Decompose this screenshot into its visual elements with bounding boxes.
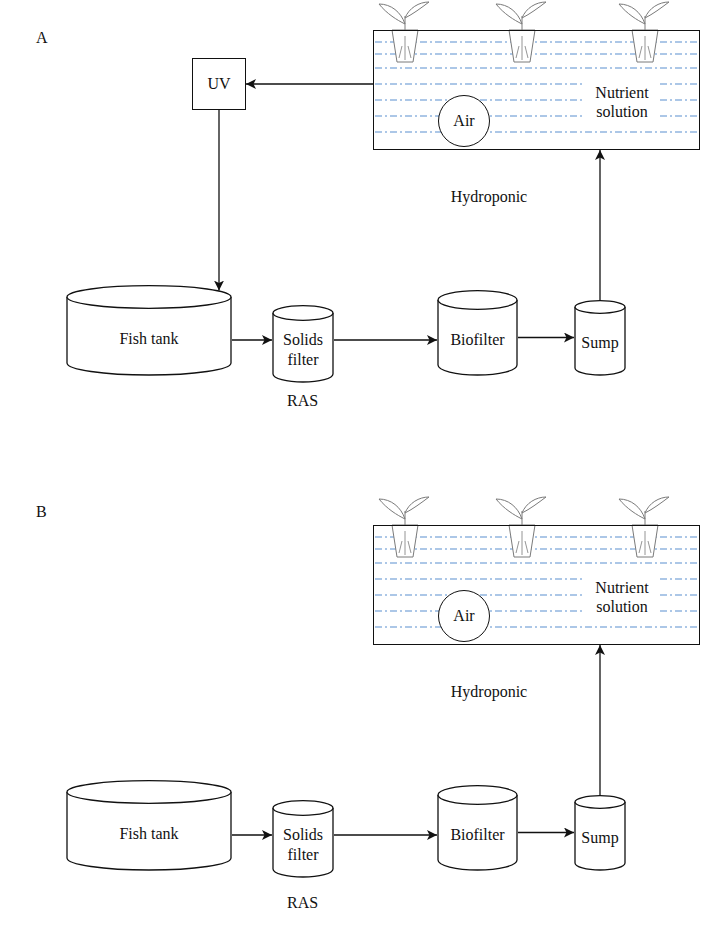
box-text: Nutrient solution [584,578,660,616]
flow-arrow [334,339,437,340]
cylinder-top [575,796,625,809]
node-label: UV [207,74,230,93]
flow-arrow [232,339,272,340]
box-heading: Hydroponic [432,682,546,701]
node-label: Biofilter [440,330,515,349]
node-label: Air [453,606,474,625]
process-box: UV [192,58,246,110]
tank-cylinder: Solids filter [272,800,334,877]
box-text: Nutrient solution [584,83,660,121]
group-label: RAS [287,391,318,410]
flow-arrow [518,337,574,338]
solution-lines [375,42,698,627]
air-circle: Air [438,95,490,147]
plant-icons [379,2,669,557]
cylinder-outline [66,780,232,870]
tank-cylinder: Fish tank [66,285,232,375]
node-label: Sump [577,333,623,352]
cylinder-body [575,307,625,375]
flow-arrow [599,645,600,795]
node-label: Solids filter [275,825,331,863]
flow-arrow [518,832,574,833]
tank-cylinder: Biofilter [437,785,518,870]
flow-arrow [334,834,437,835]
flow-arrow [246,83,373,84]
box-heading: Hydroponic [432,187,546,206]
cylinder-top [273,801,333,816]
panel-letter: A [36,28,48,47]
cylinder-top [575,301,625,314]
tank-cylinder: Sump [574,300,626,375]
cylinder-top [438,786,517,805]
cylinder-body [273,808,333,877]
air-circle: Air [438,590,490,642]
tank-cylinder: Sump [574,795,626,870]
tank-cylinder: Biofilter [437,290,518,375]
flow-arrow [599,150,600,300]
node-label: Sump [577,828,623,847]
panel-letter: B [36,502,47,521]
process-box: Nutrient solutionHydroponicAir [373,30,700,150]
cylinder-top [67,286,231,309]
cylinder-body [273,313,333,382]
node-label: Solids filter [275,330,331,368]
flow-arrow [232,834,272,835]
node-label: Air [453,111,474,130]
cylinder-top [273,306,333,321]
tank-cylinder: Solids filter [272,305,334,382]
node-label: Fish tank [69,329,229,348]
cylinder-top [67,781,231,804]
cylinder-outline [66,285,232,375]
process-box: Nutrient solutionHydroponicAir [373,525,700,645]
cylinder-body [438,795,517,870]
node-label: Fish tank [69,824,229,843]
cylinder-top [438,291,517,310]
cylinder-body [438,300,517,375]
group-label: RAS [287,893,318,912]
cylinder-body [575,802,625,870]
node-label: Biofilter [440,825,515,844]
tank-cylinder: Fish tank [66,780,232,870]
flow-arrow [218,110,219,291]
